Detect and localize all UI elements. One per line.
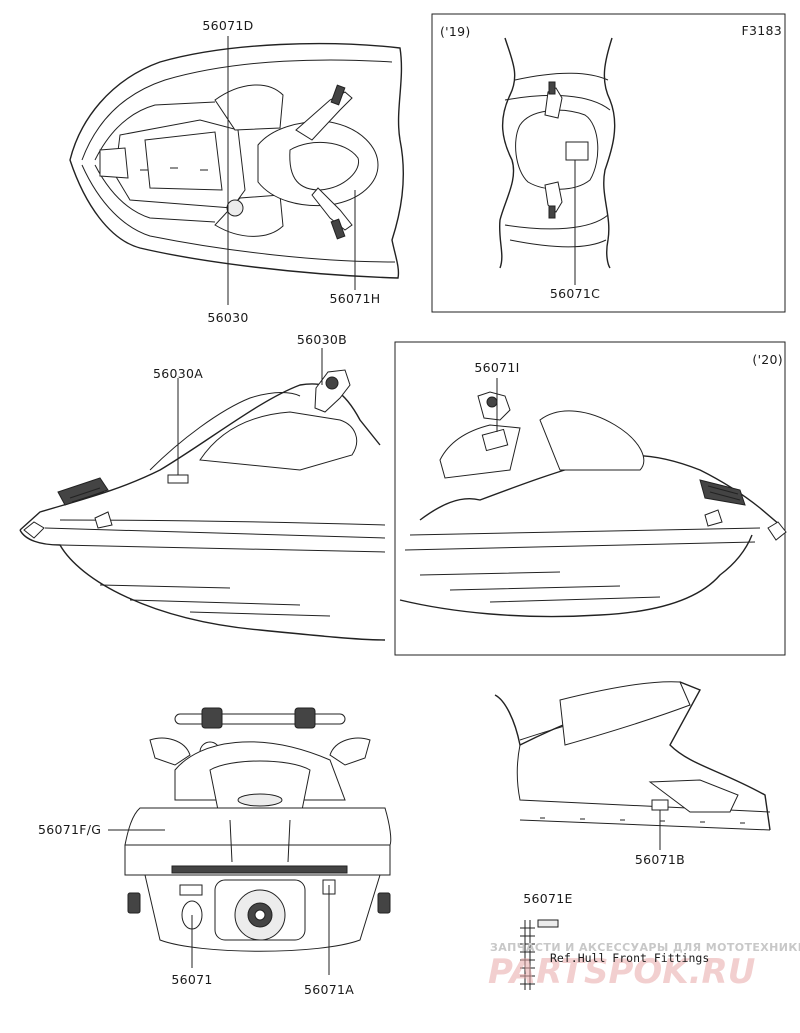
part-label-56071E: 56071E: [523, 891, 572, 906]
part-label-56071A: 56071A: [304, 982, 354, 997]
part-label-56071C: 56071C: [550, 286, 600, 301]
top-view-jetski: [69, 42, 404, 279]
part-label-56071F-G: 56071F/G: [38, 822, 101, 837]
part-label-56071B: 56071B: [635, 852, 685, 867]
rear-view-jetski: [124, 707, 392, 952]
inset-2020-frame: [394, 341, 786, 656]
inset-2019-jetski: [498, 37, 616, 269]
inset-2020-jetski: [399, 391, 787, 618]
part-label-56071I: 56071I: [474, 360, 519, 375]
part-label-56030: 56030: [207, 310, 248, 325]
decal-56071E-symbol: [520, 919, 559, 990]
part-label-56071H: 56071H: [330, 291, 381, 306]
part-label-56030B: 56030B: [297, 332, 347, 347]
part-label-56071D: 56071D: [202, 18, 253, 33]
inset-2019-frame: [431, 13, 786, 313]
inset-year-2020: ('20): [752, 352, 783, 367]
watermark-tagline: ЗАПЧАСТИ И АКСЕССУАРЫ ДЛЯ МОТОТЕХНИКИ: [490, 941, 800, 954]
part-label-56030A: 56030A: [153, 366, 203, 381]
figure-code: F3183: [741, 23, 782, 38]
side-view-jetski: [19, 369, 386, 641]
reference-note: Ref.Hull Front Fittings: [550, 951, 709, 965]
partial-side-view: [494, 681, 771, 831]
part-label-56071: 56071: [171, 972, 212, 987]
inset-year-2019: ('19): [440, 24, 471, 39]
watermark-brand: PARTSPOK.RU: [488, 952, 755, 992]
